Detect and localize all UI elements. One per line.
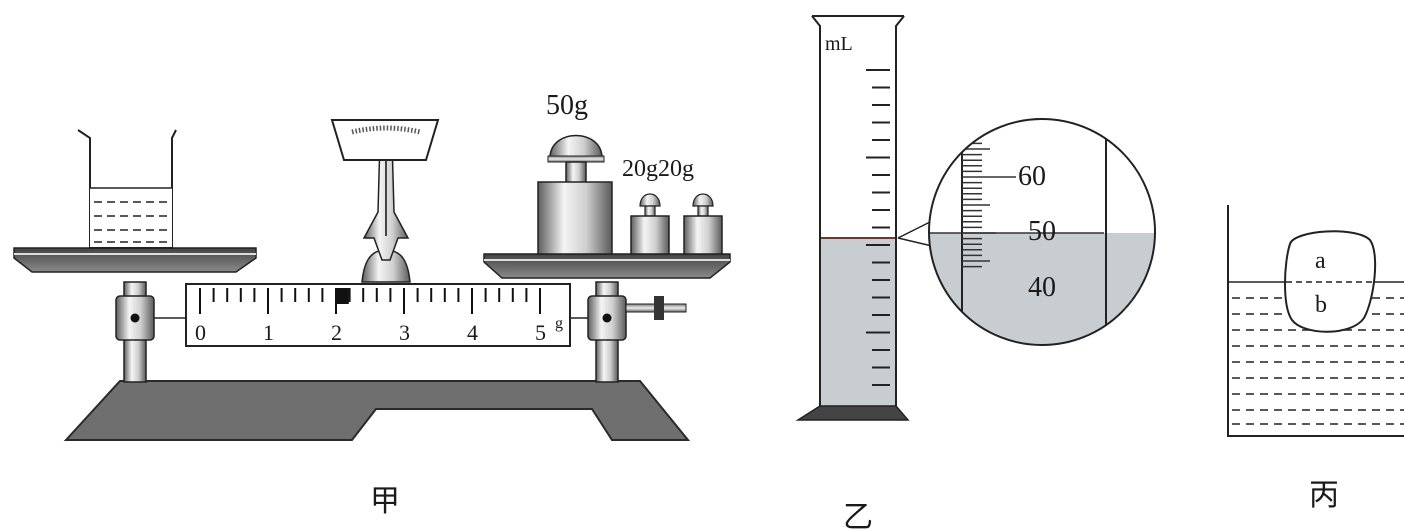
beam-scale-ticks bbox=[199, 288, 541, 314]
magnified-label-60: 60 bbox=[1018, 161, 1046, 192]
balance: 0 1 2 3 4 5 g bbox=[13, 90, 731, 519]
beam-scale-label: 4 bbox=[467, 320, 478, 345]
weight-20g-pair-label: 20g20g bbox=[622, 156, 694, 182]
caption-balance: 甲 bbox=[370, 484, 400, 519]
caption-block: 丙 bbox=[1309, 478, 1339, 513]
weight-20g-second bbox=[683, 193, 723, 255]
cylinder-unit: mL bbox=[825, 33, 853, 55]
beam-rider bbox=[336, 288, 349, 304]
beaker bbox=[77, 129, 177, 249]
container-with-block: a b 丙 bbox=[1227, 205, 1404, 513]
beam-scale-label: 5 bbox=[535, 320, 546, 345]
beam-scale-label: 1 bbox=[263, 320, 274, 345]
cylinder-liquid bbox=[820, 238, 896, 406]
balance-base bbox=[63, 380, 691, 441]
left-pan bbox=[13, 247, 257, 273]
magnified-label-40: 40 bbox=[1028, 272, 1056, 303]
block-label-b: b bbox=[1315, 292, 1327, 318]
graduated-cylinder: mL 60 50 40 乙 bbox=[795, 15, 1156, 530]
cylinder-base bbox=[795, 405, 910, 421]
beam-scale-labels: 0 1 2 3 4 5 bbox=[195, 320, 546, 345]
magnified-label-50: 50 bbox=[1028, 216, 1056, 247]
right-pan bbox=[483, 253, 731, 279]
weight-50g bbox=[537, 134, 613, 255]
weight-20g-first bbox=[630, 193, 670, 255]
beam-scale-label: 3 bbox=[399, 320, 410, 345]
magnified-liquid bbox=[929, 233, 1155, 345]
beam-scale bbox=[185, 283, 571, 347]
balance-nut bbox=[654, 296, 664, 320]
magnifier-ring bbox=[928, 118, 1156, 346]
cylinder-outline bbox=[811, 15, 905, 406]
beam-scale-unit: g bbox=[555, 315, 563, 332]
beam-scale-label: 2 bbox=[331, 320, 342, 345]
left-pivot-dot bbox=[130, 313, 140, 323]
container-walls bbox=[1227, 205, 1404, 437]
cylinder-ticks bbox=[866, 69, 890, 386]
magnified-ticks bbox=[962, 142, 1016, 268]
pointer-dial bbox=[330, 119, 440, 161]
right-pivot-dot bbox=[602, 313, 612, 323]
block-label-a: a bbox=[1315, 248, 1326, 274]
caption-cylinder: 乙 bbox=[843, 500, 873, 530]
weight-50g-label: 50g bbox=[546, 90, 588, 121]
beam-scale-label: 0 bbox=[195, 320, 206, 345]
